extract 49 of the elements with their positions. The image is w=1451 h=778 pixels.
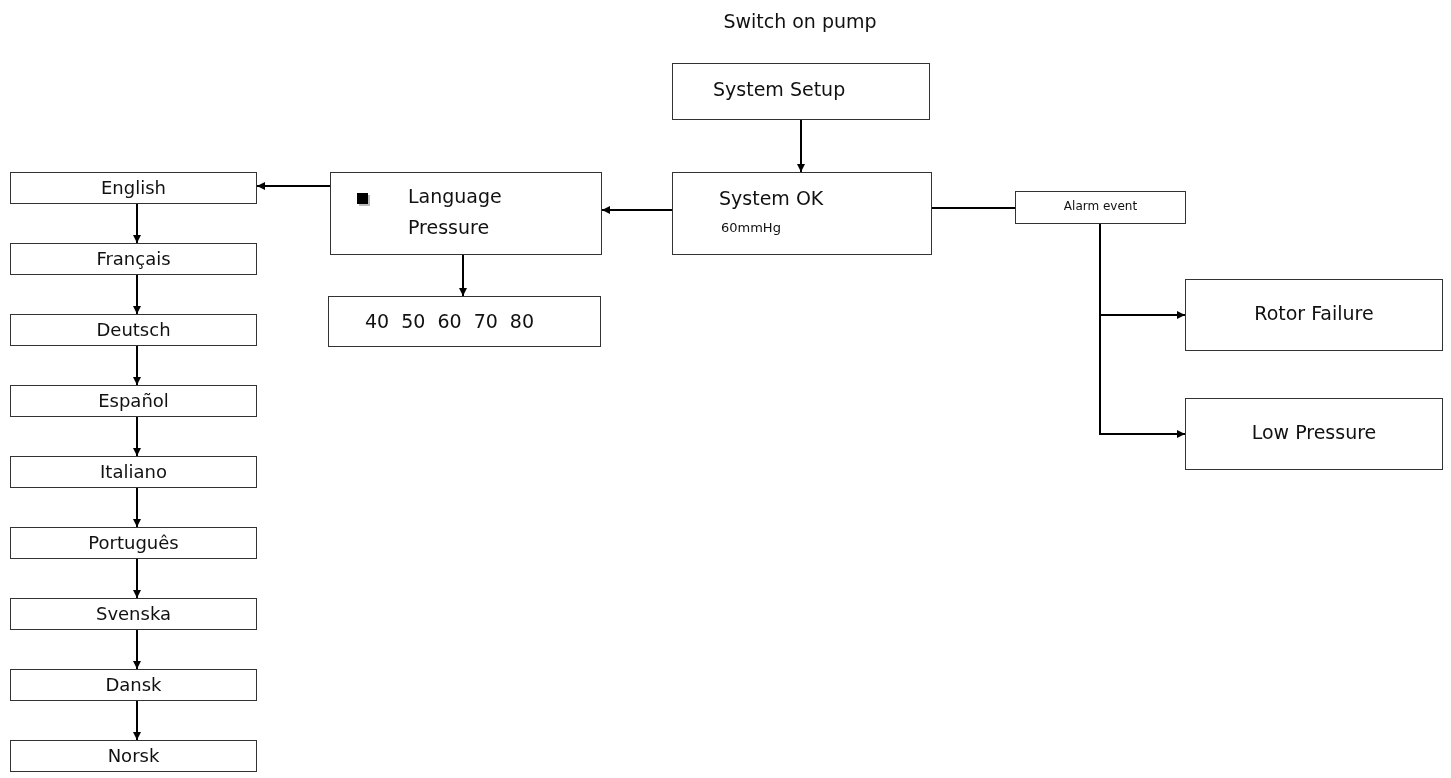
language-name: Français xyxy=(95,248,172,269)
option-box xyxy=(328,296,601,347)
language-box xyxy=(10,243,257,275)
language-box xyxy=(10,385,257,417)
arrow xyxy=(133,203,141,244)
alarm-box xyxy=(1185,398,1443,470)
box-label: Alarm event xyxy=(1062,199,1139,213)
arrow xyxy=(797,119,805,173)
box-label: Low Pressure xyxy=(1250,421,1378,443)
language-box xyxy=(10,598,257,630)
box-label: System OK xyxy=(719,187,824,209)
diagram-title: Switch on pump xyxy=(722,10,878,32)
event-box xyxy=(1015,191,1186,224)
box-label: Rotor Failure xyxy=(1253,302,1375,324)
language-box xyxy=(10,172,257,204)
box-label: System Setup xyxy=(713,78,846,100)
language-name: English xyxy=(100,177,167,198)
arrow xyxy=(133,700,141,741)
arrow xyxy=(133,487,141,528)
language-box xyxy=(10,456,257,488)
connector-line xyxy=(931,207,1016,209)
arrow xyxy=(1099,223,1186,438)
language-box xyxy=(10,669,257,701)
language-name: Svenska xyxy=(94,603,173,624)
language-name: Português xyxy=(87,532,180,553)
language-box xyxy=(10,740,257,772)
language-name: Deutsch xyxy=(95,319,172,340)
language-name: Dansk xyxy=(104,674,163,695)
status-box xyxy=(672,172,932,255)
alarm-box xyxy=(1185,279,1443,351)
arrow xyxy=(133,629,141,670)
arrow xyxy=(601,206,673,214)
arrow xyxy=(133,558,141,599)
arrow xyxy=(256,182,331,190)
pressure-options: 40 50 60 70 80 xyxy=(365,310,535,332)
arrow xyxy=(133,274,141,315)
arrow xyxy=(459,254,467,297)
language-box xyxy=(10,314,257,346)
arrow xyxy=(133,345,141,386)
arrow xyxy=(133,416,141,457)
language-name: Español xyxy=(97,390,170,411)
menu-box xyxy=(330,172,602,255)
menu-item: Language xyxy=(408,185,502,207)
language-box xyxy=(10,527,257,559)
process-box xyxy=(672,63,930,120)
language-name: Norsk xyxy=(106,745,161,766)
pressure-value: 60mmHg xyxy=(721,220,781,235)
menu-item: Pressure xyxy=(408,216,490,238)
language-name: Italiano xyxy=(99,461,168,482)
